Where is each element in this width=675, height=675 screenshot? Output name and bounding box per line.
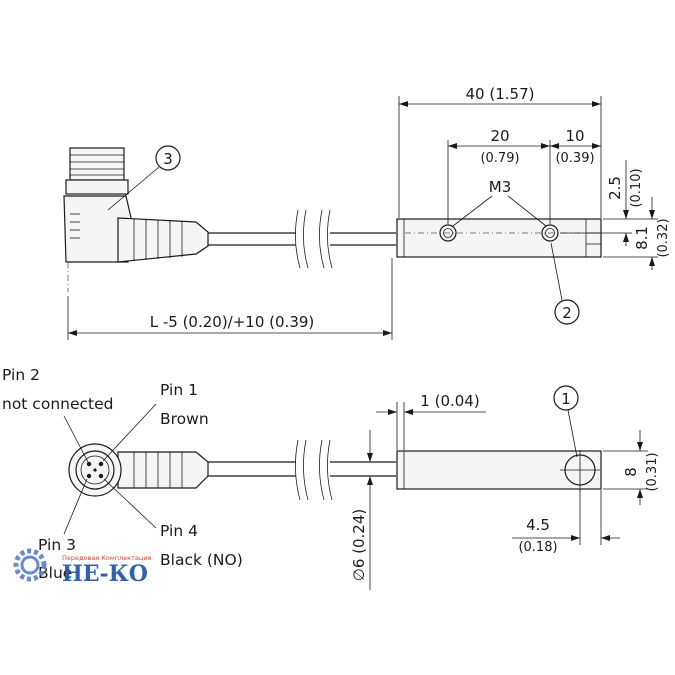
pin-2-desc: not connected [2,395,113,413]
hole-thread-callout: M3 [452,178,547,227]
dim-hole-spacing-label: 20 [490,127,509,145]
pin-3-desc: Blue [38,564,72,582]
dim-hole-from-top-label: 2.5 [606,176,624,200]
dim-height-side-inch: (0.32) [656,218,671,257]
cable-top [208,209,396,269]
pin-1-name: Pin 1 [160,381,198,399]
dim-groove-offset: 1 (0.04) [376,392,486,450]
pin-1-desc: Brown [160,410,209,428]
dim-hole-offset: 10 (0.39) [550,127,601,166]
callout-sensing-face: 1 [553,385,579,458]
callout-connector: 3 [107,145,181,211]
dim-height-front-inch: (0.31) [645,452,660,491]
pin-labels: Pin 2 not connected Pin 1 Brown Pin 3 Bl… [2,366,243,582]
dim-height-side-label: 8.1 [633,226,651,250]
watermark-tagline: Передовая Комплектация [62,554,152,562]
cable-front [208,439,396,501]
callout-mounting-hole: 2 [550,242,580,325]
dim-sensing-offset-inch: (0.18) [518,540,557,555]
dim-total-length-label: 40 (1.57) [466,85,535,103]
dim-cable-length-label: L -5 (0.20)/+10 (0.39) [150,313,315,331]
pin-1-dot [98,461,104,467]
m12-connector-side [63,147,209,263]
sensor-housing-front [396,450,602,492]
m12-connector-front [68,443,209,497]
front-view: 1 (0.04) ∅6 (0.24) 8 (0.31) [2,366,660,590]
dim-hole-from-top-inch: (0.10) [629,168,644,207]
dim-groove-offset-label: 1 (0.04) [420,392,479,410]
dim-hole-offset-label: 10 [565,127,584,145]
dim-hole-spacing: 20 (0.79) [447,127,551,224]
top-view: 40 (1.57) 20 (0.79) 10 (0.39) M3 [63,85,671,340]
dim-hole-offset-inch: (0.39) [555,151,594,166]
dim-height-front-label: 8 [622,467,640,477]
callout-mounting-hole-number: 2 [562,304,572,322]
pin-2-dot [86,461,92,467]
dim-cable-diameter: ∅6 (0.24) [350,430,396,590]
pin-3-name: Pin 3 [38,536,76,554]
pin-2-name: Pin 2 [2,366,40,384]
hole-thread-label: M3 [489,178,512,196]
callout-connector-number: 3 [163,150,173,168]
dim-sensing-offset: 4.5 (0.18) [512,490,620,555]
pin-4-desc: Black (NO) [160,551,243,569]
dim-hole-spacing-inch: (0.79) [480,151,519,166]
callout-sensing-face-number: 1 [561,390,571,408]
dim-hole-from-top: 2.5 (0.10) [560,160,644,246]
dim-sensing-offset-label: 4.5 [526,516,550,534]
watermark-brand: НЕ-КО [62,561,148,587]
dim-cable-length: L -5 (0.20)/+10 (0.39) [67,258,393,340]
dim-total-length: 40 (1.57) [398,85,602,218]
watermark-logo: Передовая Комплектация НЕ-КО [13,548,152,587]
dim-cable-diameter-label: ∅6 (0.24) [350,509,368,581]
pin-4-dot [98,473,104,479]
dim-height-front: 8 (0.31) [603,430,660,505]
pin-4-name: Pin 4 [160,522,198,540]
pin-3-dot [86,473,92,479]
dim-height-side: 8.1 (0.32) [603,197,671,270]
gear-icon [13,548,47,582]
sensor-housing-top [396,218,602,258]
